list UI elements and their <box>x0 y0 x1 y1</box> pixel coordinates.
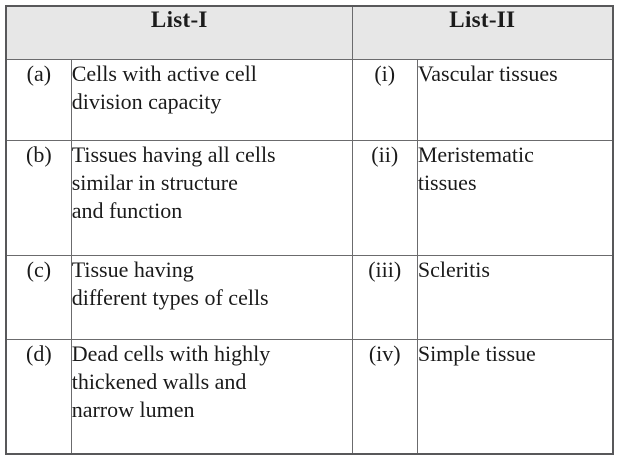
text-line: Vascular tissues <box>417 61 558 86</box>
row-a-left-key: (a) <box>5 59 72 141</box>
row-c-left-text: Tissue having different types of cells <box>70 255 353 340</box>
text-line: Tissue having <box>71 257 194 282</box>
row-b-left-key: (b) <box>5 140 72 256</box>
row-d-right-text: Simple tissue <box>416 339 614 455</box>
row-a-left-text: Cells with active cell division capacity <box>70 59 353 141</box>
text-line: Tissues having all cells <box>71 142 276 167</box>
match-list-table: List-I List-II (a) Cells with active cel… <box>5 5 614 455</box>
table-row: (b) Tissues having all cells similar in … <box>5 140 614 256</box>
text-line: and function <box>71 198 183 224</box>
row-b-left-text: Tissues having all cells similar in stru… <box>70 140 353 256</box>
text-line: tissues <box>417 170 477 196</box>
text-line: Cells with active cell <box>71 61 257 86</box>
text-line: Dead cells with highly <box>71 341 271 366</box>
text-line: narrow lumen <box>71 397 195 423</box>
text-line: similar in structure <box>71 170 238 196</box>
row-b-right-key: (ii) <box>351 140 418 256</box>
row-d-right-key: (iv) <box>351 339 418 455</box>
row-c-right-key: (iii) <box>351 255 418 340</box>
row-c-left-key: (c) <box>5 255 72 340</box>
header-list-1: List-I <box>5 5 353 60</box>
row-c-right-text: Scleritis <box>416 255 614 340</box>
header-list-2: List-II <box>351 5 614 60</box>
row-b-right-text: Meristematic tissues <box>416 140 614 256</box>
text-line: Scleritis <box>417 257 490 282</box>
table-body: (a) Cells with active cell division capa… <box>5 59 614 455</box>
text-line: different types of cells <box>71 285 269 311</box>
header-row: List-I List-II <box>5 5 614 60</box>
table-header: List-I List-II <box>5 5 614 60</box>
text-line: division capacity <box>71 89 222 115</box>
row-a-right-key: (i) <box>351 59 418 141</box>
table-row: (c) Tissue having different types of cel… <box>5 255 614 340</box>
row-d-left-key: (d) <box>5 339 72 455</box>
row-d-left-text: Dead cells with highly thickened walls a… <box>70 339 353 455</box>
table-row: (a) Cells with active cell division capa… <box>5 59 614 141</box>
table-row: (d) Dead cells with highly thickened wal… <box>5 339 614 455</box>
text-line: Simple tissue <box>417 341 536 366</box>
text-line: thickened walls and <box>71 369 247 395</box>
text-line: Meristematic <box>417 142 534 167</box>
row-a-right-text: Vascular tissues <box>416 59 614 141</box>
